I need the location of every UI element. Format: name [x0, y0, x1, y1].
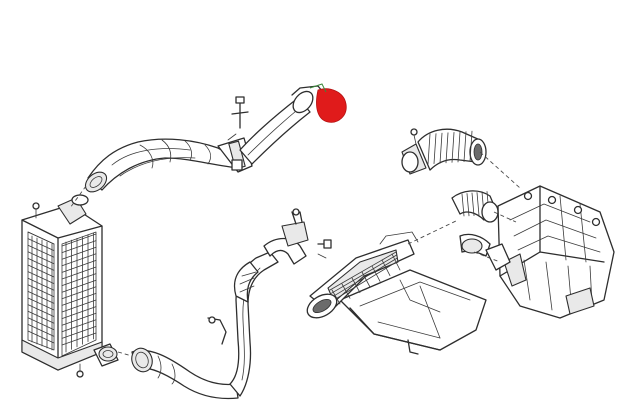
detail-line: [61, 253, 97, 267]
detail-line: [439, 132, 443, 164]
detail-line: [469, 130, 473, 162]
filter-mesh: [329, 251, 401, 305]
detail-line: [433, 133, 437, 165]
detail-line: [61, 273, 97, 287]
detail-line: [61, 266, 97, 280]
detail-line: [463, 131, 467, 163]
detail-line: [466, 193, 470, 217]
assembly-guide-lines: [69, 151, 521, 357]
upper-intercooler-hose: [84, 85, 327, 193]
detail-line: [445, 132, 449, 164]
detail-line: [61, 312, 97, 326]
detail-line: [461, 193, 465, 217]
engine-turbo-assembly: [485, 185, 615, 319]
air-filter-housing: [306, 231, 487, 355]
detail-line: [61, 233, 97, 247]
highlighted-part-marker: [309, 83, 347, 123]
lower-intercooler-pipe: [98, 208, 332, 400]
detail-line: [61, 332, 97, 346]
detail-line: [61, 325, 97, 339]
intercooler: [21, 194, 119, 378]
corrugated-intake-hose: [401, 128, 487, 175]
detail-line: [329, 251, 397, 291]
detail-line: [61, 240, 97, 254]
detail-line: [61, 306, 97, 320]
detail-line: [476, 192, 480, 216]
detail-line: [451, 131, 455, 163]
detail-line: [471, 192, 475, 217]
detail-line: [27, 231, 55, 245]
detail-line: [61, 246, 97, 260]
detail-line: [330, 254, 398, 294]
detail-line: [61, 259, 97, 273]
detail-line: [457, 131, 461, 163]
detail-line: [61, 299, 97, 313]
detail-line: [61, 286, 97, 300]
elbow-hose: [451, 190, 499, 257]
detail-line: [427, 133, 431, 165]
detail-line: [332, 257, 398, 298]
detail-line: [61, 279, 97, 293]
detail-line: [61, 319, 97, 333]
detail-line: [61, 292, 97, 306]
detail-line: [333, 260, 399, 301]
